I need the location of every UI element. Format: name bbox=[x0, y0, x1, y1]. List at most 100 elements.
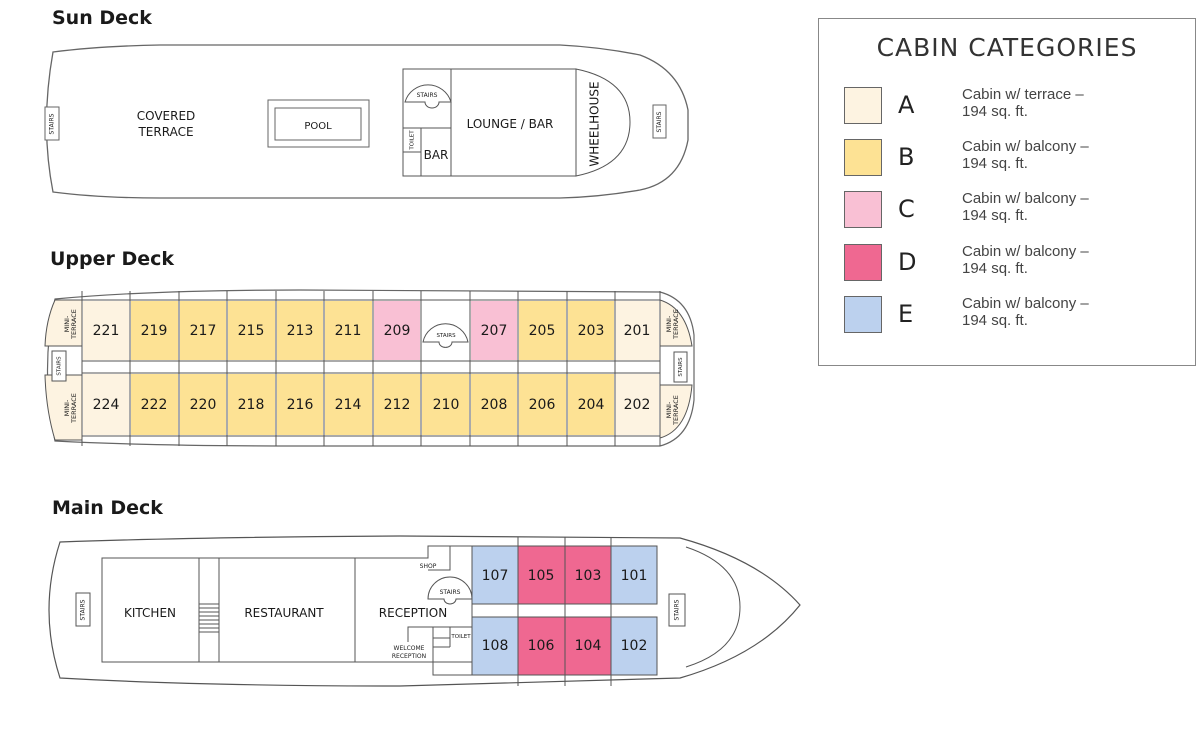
restaurant[interactable] bbox=[218, 557, 356, 663]
cabin-206[interactable] bbox=[519, 374, 566, 435]
cabin-203[interactable] bbox=[568, 301, 614, 360]
upper-deck-title: Upper Deck bbox=[50, 248, 175, 270]
cabin-number: 105 bbox=[528, 568, 555, 584]
upper-stairs-mid[interactable] bbox=[422, 323, 469, 348]
cabin-214[interactable] bbox=[325, 374, 372, 435]
cabin-categories-legend: CABIN CATEGORIES A Cabin w/ terrace –194… bbox=[818, 18, 1196, 366]
cabin-215[interactable] bbox=[228, 301, 275, 360]
cabin-108[interactable] bbox=[471, 616, 519, 676]
stairs-aft[interactable] bbox=[44, 106, 60, 141]
cabin-105[interactable] bbox=[517, 545, 566, 605]
reception-label: RECEPTION bbox=[379, 606, 447, 620]
main-stairs-aft[interactable] bbox=[75, 592, 91, 627]
cabin-201[interactable] bbox=[616, 301, 659, 360]
cabin-104[interactable] bbox=[564, 616, 612, 676]
pool[interactable] bbox=[274, 107, 362, 141]
swatch-e bbox=[844, 296, 882, 333]
cabin-number: 213 bbox=[287, 323, 314, 339]
restaurant-label: RESTAURANT bbox=[244, 606, 324, 620]
cabin-224[interactable] bbox=[83, 374, 129, 435]
sun-deck-title: Sun Deck bbox=[52, 7, 152, 29]
category-description: Cabin w/ terrace –194 sq. ft. bbox=[962, 86, 1084, 120]
cabin-number: 202 bbox=[624, 397, 651, 413]
main-stairs-fwd[interactable] bbox=[668, 593, 686, 627]
stairs-fwd[interactable] bbox=[652, 104, 667, 139]
swatch-c bbox=[844, 191, 882, 228]
cabin-107[interactable] bbox=[471, 545, 519, 605]
cabin-220[interactable] bbox=[180, 374, 226, 435]
swatch-a bbox=[844, 87, 882, 124]
cabin-number: 205 bbox=[529, 323, 556, 339]
cabin-210[interactable] bbox=[422, 374, 469, 435]
cabin-209[interactable] bbox=[374, 301, 420, 360]
cabin-101[interactable] bbox=[610, 545, 658, 605]
cabin-218[interactable] bbox=[228, 374, 275, 435]
cabin-number: 206 bbox=[529, 397, 556, 413]
upper-stairs-aft[interactable] bbox=[51, 350, 67, 382]
cabin-number: 216 bbox=[287, 397, 314, 413]
shop-label: SHOP bbox=[420, 563, 437, 570]
covered-terrace-label: COVERED bbox=[137, 109, 196, 123]
cabin-number: 201 bbox=[624, 323, 651, 339]
mini-terrace-label: MINI- bbox=[665, 401, 673, 418]
cabin-213[interactable] bbox=[277, 301, 323, 360]
cabin-208[interactable] bbox=[471, 374, 517, 435]
pool-label: POOL bbox=[304, 121, 332, 132]
cabin-216[interactable] bbox=[277, 374, 323, 435]
cabin-102[interactable] bbox=[610, 616, 658, 676]
cabin-number: 106 bbox=[528, 638, 555, 654]
cabin-204[interactable] bbox=[568, 374, 614, 435]
cabin-207[interactable] bbox=[471, 301, 517, 360]
legend-title: CABIN CATEGORIES bbox=[876, 33, 1138, 62]
upper-top-row: 221 219 217 215 213 211 209 STAIRS 207 2… bbox=[83, 301, 659, 360]
stairs-label: STAIRS bbox=[440, 589, 461, 596]
cabin-222[interactable] bbox=[131, 374, 178, 435]
bar-label: BAR bbox=[424, 148, 449, 162]
category-letter: C bbox=[898, 195, 915, 223]
stairs-label: STAIRS bbox=[80, 599, 87, 620]
cabin-212[interactable] bbox=[374, 374, 420, 435]
main-deck-title: Main Deck bbox=[52, 497, 163, 519]
cabin-219[interactable] bbox=[131, 301, 178, 360]
lounge-bar-label: LOUNGE / BAR bbox=[467, 117, 554, 131]
stairs-fwd-label: STAIRS bbox=[656, 111, 663, 132]
category-letter: E bbox=[898, 300, 914, 328]
cabin-number: 212 bbox=[384, 397, 411, 413]
welcome-reception-label-2: RECEPTION bbox=[392, 653, 426, 660]
category-description: Cabin w/ balcony –194 sq. ft. bbox=[962, 295, 1089, 329]
main-stairs-mid[interactable] bbox=[427, 576, 473, 605]
category-description: Cabin w/ balcony –194 sq. ft. bbox=[962, 243, 1089, 277]
mini-terrace-label: MINI- bbox=[63, 315, 71, 332]
upper-deck-plan: MINI- TERRACE MINI- TERRACE STAIRS MINI-… bbox=[44, 289, 695, 447]
sun-deck-plan: STAIRS COVERED TERRACE POOL STAIRS TOILE… bbox=[44, 44, 689, 199]
category-description: Cabin w/ balcony –194 sq. ft. bbox=[962, 190, 1089, 224]
upper-stairs-fwd[interactable] bbox=[673, 351, 688, 383]
stairs-mid-label: STAIRS bbox=[417, 92, 438, 99]
mini-terrace-label: TERRACE bbox=[70, 309, 78, 340]
cabin-number: 217 bbox=[190, 323, 217, 339]
cabin-number: 208 bbox=[481, 397, 508, 413]
cabin-number: 209 bbox=[384, 323, 411, 339]
main-deck-plan: STAIRS KITCHEN RESTAURANT RECEPTION SHOP… bbox=[48, 535, 801, 687]
cabin-number: 203 bbox=[578, 323, 605, 339]
toilet-label: TOILET bbox=[450, 634, 471, 640]
cabin-103[interactable] bbox=[564, 545, 612, 605]
cabin-number: 218 bbox=[238, 397, 265, 413]
cabin-202[interactable] bbox=[616, 374, 659, 435]
category-description: Cabin w/ balcony –194 sq. ft. bbox=[962, 138, 1089, 172]
cabin-205[interactable] bbox=[519, 301, 566, 360]
cabin-number: 108 bbox=[482, 638, 509, 654]
legend-item-b: B Cabin w/ balcony –194 sq. ft. bbox=[844, 138, 1184, 179]
cabin-211[interactable] bbox=[325, 301, 372, 360]
stairs-label: STAIRS bbox=[436, 333, 456, 339]
cabin-217[interactable] bbox=[180, 301, 226, 360]
cabin-221[interactable] bbox=[83, 301, 129, 360]
cabin-number: 220 bbox=[190, 397, 217, 413]
cabin-106[interactable] bbox=[517, 616, 566, 676]
cabin-number: 221 bbox=[93, 323, 120, 339]
swatch-b bbox=[844, 139, 882, 176]
mini-terrace-label: TERRACE bbox=[70, 393, 78, 424]
cabin-number: 215 bbox=[238, 323, 265, 339]
stairs-label: STAIRS bbox=[57, 356, 63, 376]
swatch-d bbox=[844, 244, 882, 281]
